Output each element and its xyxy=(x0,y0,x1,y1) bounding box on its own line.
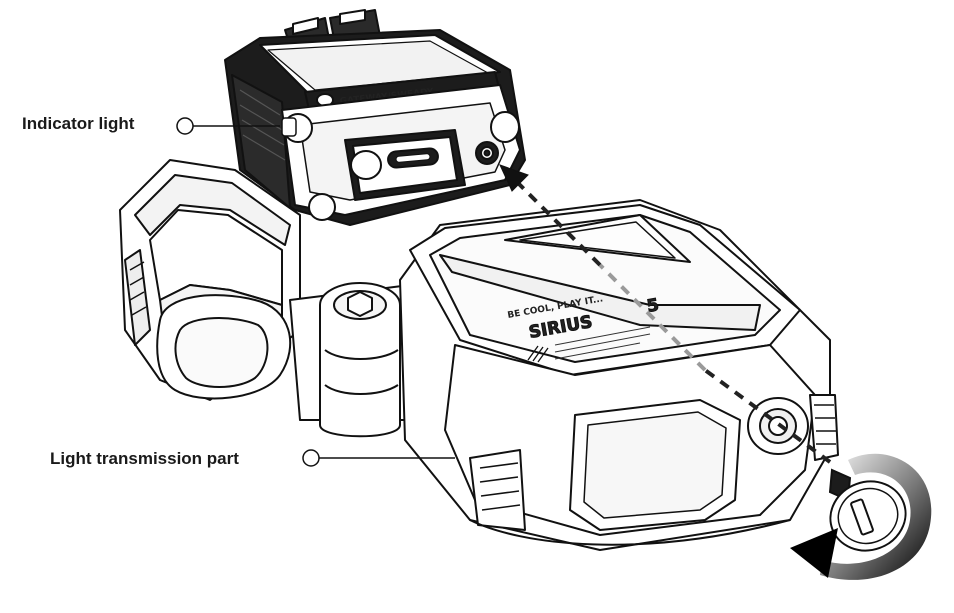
assembly-arrowhead xyxy=(499,164,529,192)
circle-marker-icon xyxy=(302,449,320,467)
assembly-path xyxy=(499,164,832,464)
callout-light-transmission-part: Light transmission part xyxy=(50,449,239,468)
lid-hatch xyxy=(527,345,549,363)
lid-triangle xyxy=(504,214,691,263)
circle-marker-icon xyxy=(176,117,194,135)
indicator-light xyxy=(281,117,297,137)
lid-diagonal-stripe xyxy=(439,254,761,331)
controller-case xyxy=(119,159,839,551)
hinge-knob-body xyxy=(319,305,401,438)
case-left-wing-top xyxy=(134,174,291,246)
battery-bumper-bl xyxy=(308,193,336,221)
screw-cap-icon xyxy=(828,468,907,552)
power-button xyxy=(350,150,382,180)
light-transmission-part xyxy=(469,449,526,531)
callout-indicator-leader xyxy=(176,117,280,135)
callout-indicator-light: Indicator light xyxy=(22,114,135,133)
battery-bumper-tr xyxy=(490,111,520,143)
battery-module: GATEWAY/SWEADY xyxy=(224,9,526,226)
callout-transmission-leader xyxy=(302,449,455,467)
lid-fine-print xyxy=(554,326,651,360)
curved-arrow-rotation-icon xyxy=(790,453,932,580)
